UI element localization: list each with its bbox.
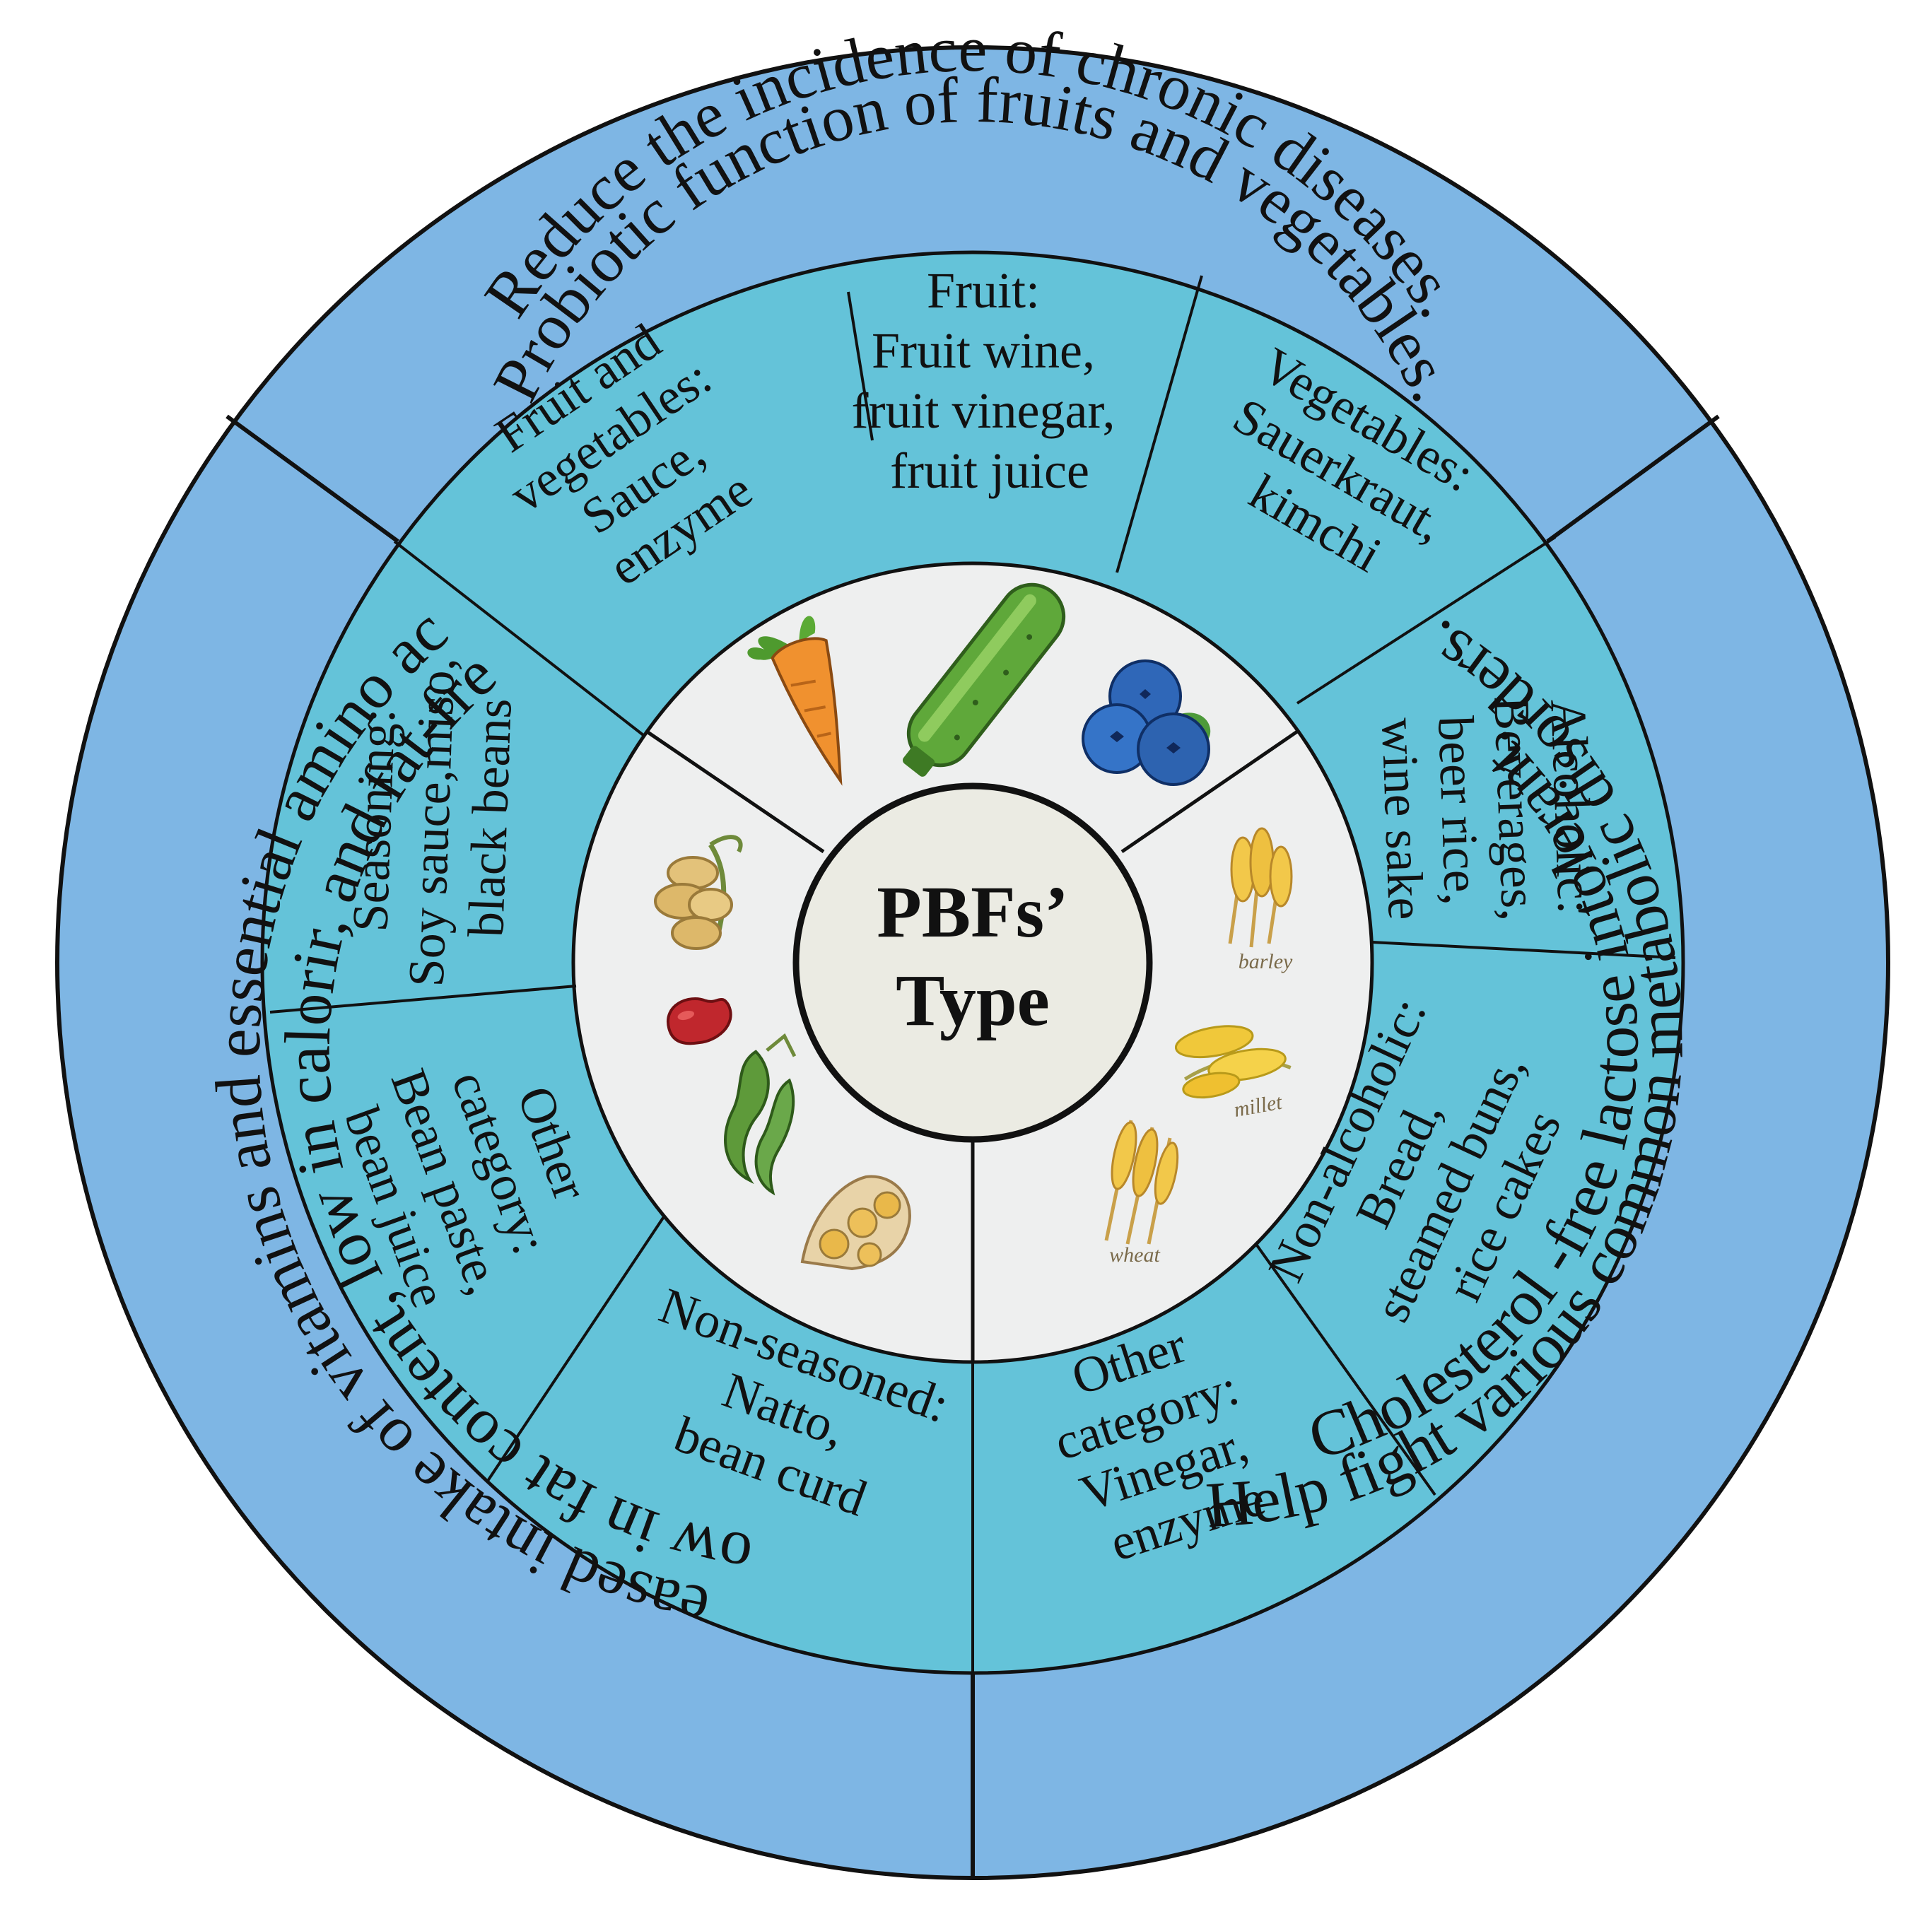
sector-fruit: Fruit: Fruit wine, fruit vinegar, fruit … [852, 262, 1128, 499]
soybean-pod-icon [800, 1175, 911, 1271]
sector-cereal-other: Other category: Vinegar, enzyme [1030, 1301, 1292, 1579]
middle-divider [1254, 1242, 1436, 1496]
inner-divider [1120, 729, 1299, 854]
sector-line: fruit vinegar, [852, 382, 1116, 439]
middle-divider [486, 1214, 666, 1482]
inner-divider [645, 729, 825, 854]
center-subtitle: Type [896, 960, 1050, 1041]
sector-line: Seasoning: [341, 708, 406, 933]
kidney-bean-icon [667, 997, 732, 1045]
middle-divider [269, 985, 577, 1014]
sector-line: Fruit wine, [872, 322, 1095, 379]
center-title: PBFs’ [877, 872, 1069, 953]
sector-line: Fruit: [927, 262, 1040, 319]
sector-seasoning: Seasoning: Soy sauce,miso, black beans [340, 642, 525, 990]
outer-divider [1546, 414, 1720, 544]
outer-divider [226, 414, 399, 544]
svg-text:Alcoholic: Beverages,: Alcoholic: Beverages, beer rice, wine sa… [1370, 693, 1605, 939]
sector-line: beer rice, [1427, 715, 1490, 905]
middle-divider [1371, 941, 1676, 959]
middle-divider [847, 291, 874, 441]
carrot-icon [747, 616, 843, 786]
svg-text:Fruit: Fruit wine,: Fruit: Fruit wine, fruit vinegar, fruit … [852, 262, 1128, 499]
sector-bean-other: Other category: Bean paste, bean juice [327, 1023, 623, 1333]
edamame-icon [724, 1033, 797, 1196]
sector-line: Alcoholic: [1540, 698, 1604, 915]
barley-label: barley [1239, 950, 1293, 973]
middle-divider [1296, 536, 1557, 705]
wheat-label: wheat [1109, 1243, 1160, 1267]
blueberry-icon [1082, 659, 1211, 786]
cucumber-icon [902, 582, 1066, 777]
sector-line: fruit juice [890, 442, 1089, 499]
middle-divider [1116, 275, 1203, 573]
soybean-plant-icon [654, 835, 743, 950]
center-circle [792, 782, 1153, 1143]
sector-line: Soy sauce,miso, [398, 657, 466, 987]
svg-text:Other category: Be: Other category: Bean paste, bean juice [327, 1023, 623, 1333]
sector-line: black beans [457, 698, 522, 938]
svg-text:Seasoning: Soy sauce,mis: Seasoning: Soy sauce,miso, black beans [340, 642, 525, 990]
middle-divider [393, 540, 645, 737]
sector-line: Beverages, [1483, 696, 1547, 922]
svg-text:Other category: Vi: Other category: Vinegar, enzyme [1030, 1301, 1292, 1579]
sector-alcoholic: Alcoholic: Beverages, beer rice, wine sa… [1370, 693, 1605, 939]
sector-line: wine sake [1371, 717, 1434, 921]
barley-icon: barley [1228, 827, 1293, 973]
